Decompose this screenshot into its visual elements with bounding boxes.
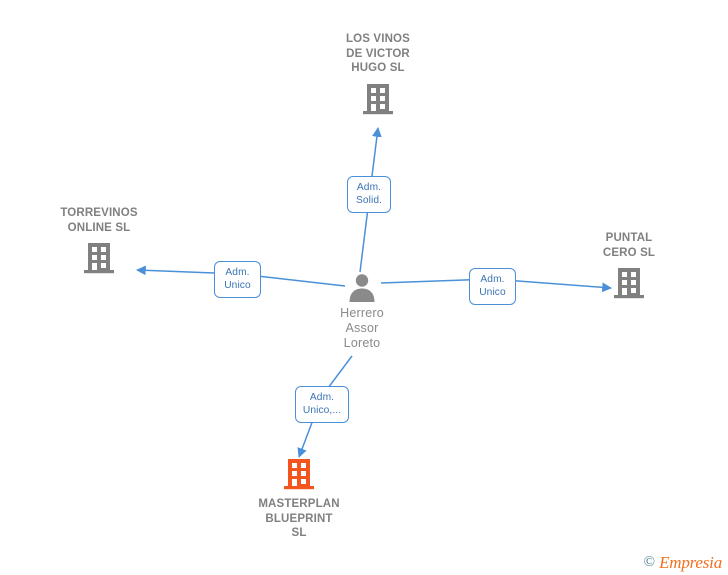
node-label: LOS VINOS DE VICTOR HUGO SL — [346, 33, 410, 75]
node-puntal-cero-sl[interactable]: PUNTAL CERO SL — [564, 231, 694, 299]
node-label: PUNTAL CERO SL — [602, 232, 656, 259]
building-icon — [84, 242, 114, 274]
edge-chip-los-vinos[interactable]: Adm. Solid. — [347, 176, 391, 213]
building-icon — [363, 83, 393, 115]
node-los-vinos-de-victor-hugo-sl[interactable]: LOS VINOS DE VICTOR HUGO SL — [313, 32, 443, 115]
empresia-watermark: © Empresia — [643, 553, 723, 572]
brand-name: Empresia — [659, 553, 722, 572]
edge-chip-masterplan[interactable]: Adm. Unico,... — [295, 386, 349, 423]
node-label: Herrero Assor Loreto — [340, 306, 384, 351]
node-masterplan-blueprint-sl[interactable]: MASTERPLAN BLUEPRINT SL — [234, 458, 364, 541]
node-label: MASTERPLAN BLUEPRINT SL — [258, 498, 340, 540]
edge-chip-puntal-cero[interactable]: Adm. Unico — [469, 268, 516, 305]
copyright-icon: © — [643, 554, 656, 570]
node-herrero-assor-loreto[interactable]: Herrero Assor Loreto — [297, 272, 427, 352]
building-icon — [614, 267, 644, 299]
edge-chip-torrevinos[interactable]: Adm. Unico — [214, 261, 261, 298]
node-label: TORREVINOS ONLINE SL — [60, 207, 138, 234]
node-torrevinos-online-sl[interactable]: TORREVINOS ONLINE SL — [34, 206, 164, 274]
building-icon — [284, 458, 314, 490]
person-icon — [347, 272, 377, 302]
